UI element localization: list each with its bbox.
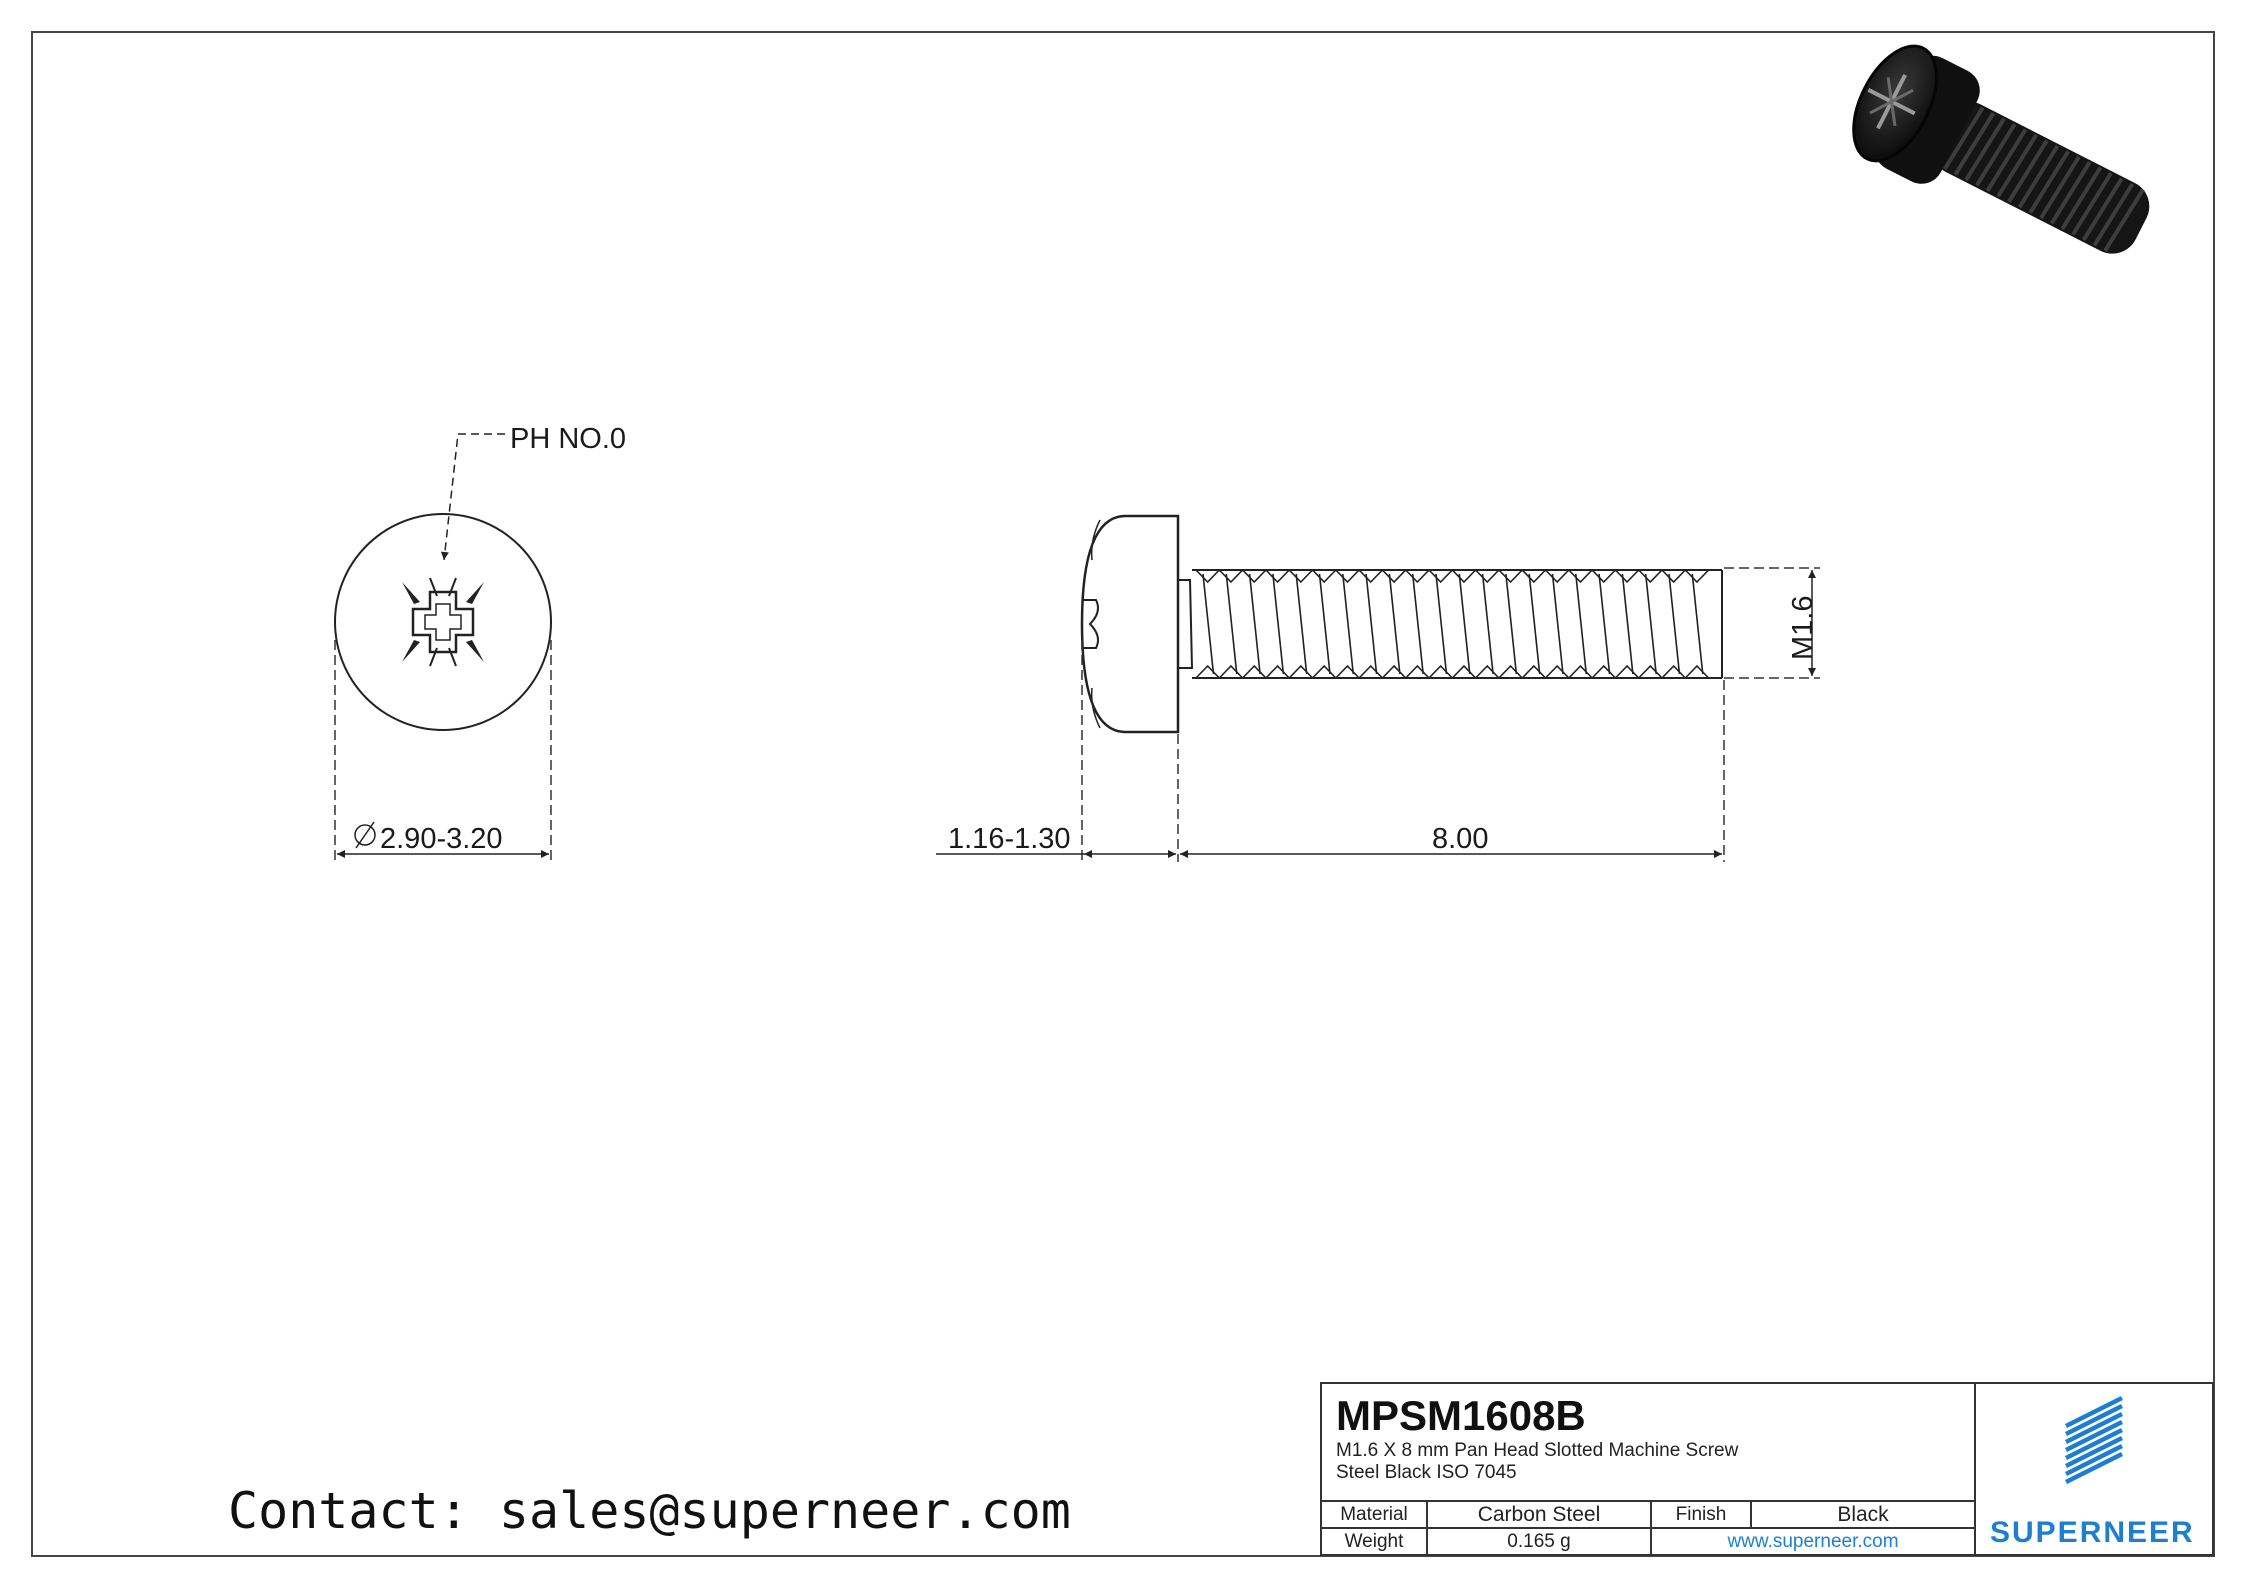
thread-crest [1195,664,1710,680]
head-height-dimension: 1.16-1.30 [948,823,1071,855]
thread-flank [1411,573,1424,675]
length-dimension: 8.00 [1432,823,1488,855]
screw-3d-render [1852,44,2150,254]
thread-flank [1318,573,1331,675]
thread-flank [1435,573,1448,675]
render-thread-ridge [1953,112,1996,176]
description-line-2: Steel Black ISO 7045 [1336,1462,1517,1483]
brand-name: SUPERNEER [1990,1516,2195,1549]
thread-flank [1668,573,1681,675]
website-link[interactable]: www.superneer.com [1727,1530,1899,1552]
thread-flank [1458,573,1471,675]
thread-flank [1272,573,1285,675]
brand-logo-icon [2064,1395,2124,1485]
thread-flank [1202,573,1215,675]
thread-flank [1644,573,1657,675]
render-thread-ridge [2039,155,2081,220]
render-thread-ridge [1975,122,2017,187]
render-thread-ridge [2092,182,2135,247]
weight-value: 0.165 g [1428,1529,1652,1554]
render-thread-ridge [1964,117,2006,182]
render-thread-ridge [2028,150,2070,214]
thread-dimension: M1.6 [1787,596,1819,660]
finish-label: Finish [1652,1502,1752,1529]
thread-flank [1551,573,1564,675]
material-label: Material [1322,1502,1428,1529]
thread-flank [1365,573,1378,675]
part-number: MPSM1608B [1336,1392,1586,1439]
weight-label: Weight [1322,1529,1428,1554]
render-thread-ridge [2007,139,2049,203]
drawing-frame [31,31,2215,1557]
render-thread-ridge [2060,166,2103,231]
thread-flank [1505,573,1518,675]
thread-flank [1574,573,1588,675]
thread-flank [1528,573,1541,675]
thread-flank [1481,573,1494,675]
thread-crest [1195,568,1710,584]
thread-flank [1341,573,1355,675]
render-thread-ridge [2017,144,2060,209]
head-front-view [334,433,552,860]
render-thread-ridge [1942,106,1985,171]
properties-grid: Material Carbon Steel Finish Black Weigh… [1322,1500,1974,1556]
thread-flank [1295,573,1308,675]
thread-flank [1225,573,1238,675]
thread-flank [1598,573,1611,675]
thread-flank [1621,573,1634,675]
render-thread-ridge [2103,188,2145,252]
thread-flank [1388,573,1401,675]
render-thread-ridge [2049,161,2092,225]
render-thread-ridge [1985,128,2028,192]
finish-value: Black [1752,1502,1974,1529]
description-line-1: M1.6 X 8 mm Pan Head Slotted Machine Scr… [1336,1440,1739,1461]
render-thread-ridge [1996,133,2038,198]
thread-flank [1691,573,1704,675]
contact-line: Contact: sales@superneer.com [228,1482,1071,1540]
drive-callout: PH NO.0 [510,423,626,455]
material-value: Carbon Steel [1428,1502,1652,1529]
render-thread-ridge [2071,172,2113,236]
thread-flank [1248,573,1261,675]
title-block: MPSM1608B M1.6 X 8 mm Pan Head Slotted M… [1320,1382,2214,1556]
head-diameter-dimension: 2.90-3.20 [380,823,503,855]
screw-side-view [936,514,1820,862]
brand-logo-cell: SUPERNEER [1974,1384,2214,1554]
render-thread-ridge [2081,177,2124,242]
